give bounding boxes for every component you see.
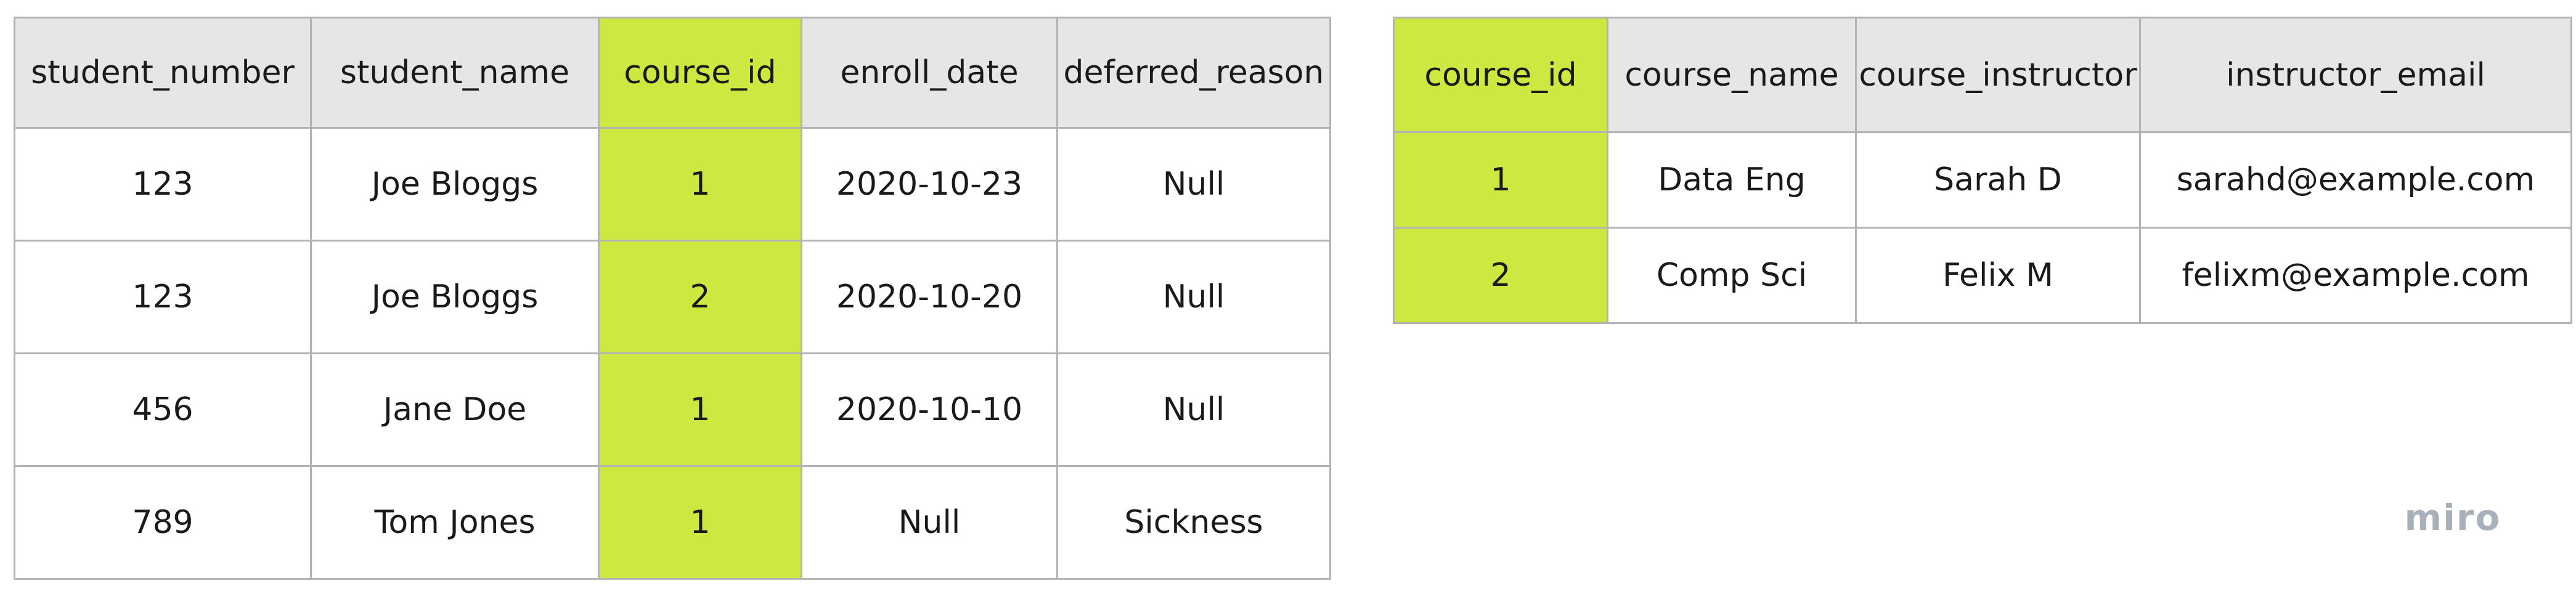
miro-logo: miro: [2404, 497, 2501, 538]
cell-student-number: 456: [14, 352, 312, 467]
cell-student-name: Joe Bloggs: [310, 240, 600, 354]
cell-instructor-email: sarahd@example.com: [2139, 131, 2572, 229]
cell-deferred-reason: Null: [1056, 127, 1331, 242]
cell-enroll-date: 2020-10-10: [801, 352, 1058, 467]
cell-course-id: 1: [598, 127, 802, 242]
cell-student-name: Joe Bloggs: [310, 127, 600, 242]
cell-course-id: 2: [1393, 227, 1608, 324]
cell-student-name: Tom Jones: [310, 465, 600, 580]
cell-student-number: 123: [14, 127, 312, 242]
header-row: course_id course_name course_instructor …: [1393, 17, 2572, 133]
cell-course-id: 2: [598, 240, 802, 354]
column-header-course-id: course_id: [598, 17, 802, 129]
table-row: 123 Joe Bloggs 2 2020-10-20 Null: [14, 240, 1331, 354]
column-header-deferred-reason: deferred_reason: [1056, 17, 1331, 129]
cell-deferred-reason: Null: [1056, 240, 1331, 354]
cell-course-name: Data Eng: [1607, 131, 1857, 229]
cell-course-instructor: Sarah D: [1855, 131, 2141, 229]
cell-enroll-date: 2020-10-23: [801, 127, 1058, 242]
table-row: 2 Comp Sci Felix M felixm@example.com: [1393, 227, 2572, 324]
cell-course-id: 1: [1393, 131, 1608, 229]
cell-enroll-date: 2020-10-20: [801, 240, 1058, 354]
cell-deferred-reason: Sickness: [1056, 465, 1331, 580]
column-header-course-id: course_id: [1393, 17, 1608, 133]
column-header-instructor-email: instructor_email: [2139, 17, 2572, 133]
cell-enroll-date: Null: [801, 465, 1058, 580]
cell-course-id: 1: [598, 465, 802, 580]
cell-instructor-email: felixm@example.com: [2139, 227, 2572, 324]
column-header-course-instructor: course_instructor: [1855, 17, 2141, 133]
column-header-student-name: student_name: [310, 17, 600, 129]
courses-table: course_id course_name course_instructor …: [1393, 17, 2572, 324]
cell-student-name: Jane Doe: [310, 352, 600, 467]
table-row: 1 Data Eng Sarah D sarahd@example.com: [1393, 131, 2572, 229]
table-row: 456 Jane Doe 1 2020-10-10 Null: [14, 352, 1331, 467]
cell-course-name: Comp Sci: [1607, 227, 1857, 324]
enrollments-table: student_number student_name course_id en…: [14, 17, 1331, 580]
table-row: 123 Joe Bloggs 1 2020-10-23 Null: [14, 127, 1331, 242]
header-row: student_number student_name course_id en…: [14, 17, 1331, 129]
column-header-enroll-date: enroll_date: [801, 17, 1058, 129]
column-header-student-number: student_number: [14, 17, 312, 129]
cell-deferred-reason: Null: [1056, 352, 1331, 467]
cell-student-number: 789: [14, 465, 312, 580]
column-header-course-name: course_name: [1607, 17, 1857, 133]
cell-course-instructor: Felix M: [1855, 227, 2141, 324]
cell-course-id: 1: [598, 352, 802, 467]
cell-student-number: 123: [14, 240, 312, 354]
table-row: 789 Tom Jones 1 Null Sickness: [14, 465, 1331, 580]
